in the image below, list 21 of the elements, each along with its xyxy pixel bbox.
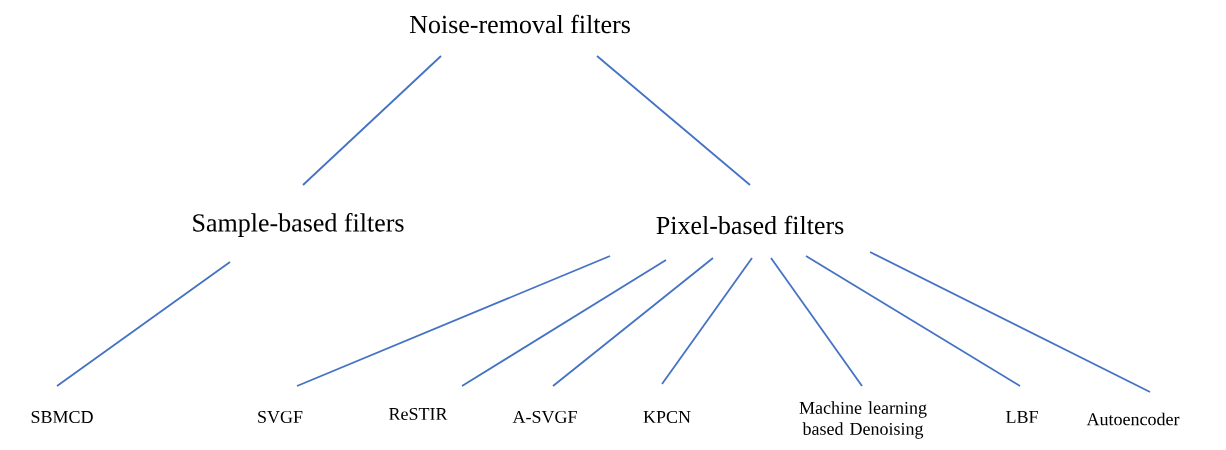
leaf-label: KPCN [643,410,691,424]
leaf-label: SBMCD [31,410,93,424]
connector-line [461,259,667,387]
connector-line [56,261,231,387]
connector-line [661,257,753,385]
connector-line [302,55,442,186]
leaf-label: LBF [1006,411,1038,423]
connector-line [869,251,1151,393]
connector-line [596,55,751,186]
root-label: Noise-removal filters [409,14,630,34]
category-label: Pixel-based filters [656,215,844,235]
connector-line [805,255,1021,387]
leaf-label: SVGF [258,410,303,424]
connector-line [296,255,611,387]
leaf-label: Machine learning based Denoising [799,401,927,439]
leaf-label: ReSTIR [389,407,448,421]
connector-line [770,257,863,387]
connector-line [552,257,714,387]
leaf-label: A-SVGF [512,410,577,424]
leaf-label: Autoencoder [1086,412,1180,426]
category-label: Sample-based filters [193,213,404,237]
